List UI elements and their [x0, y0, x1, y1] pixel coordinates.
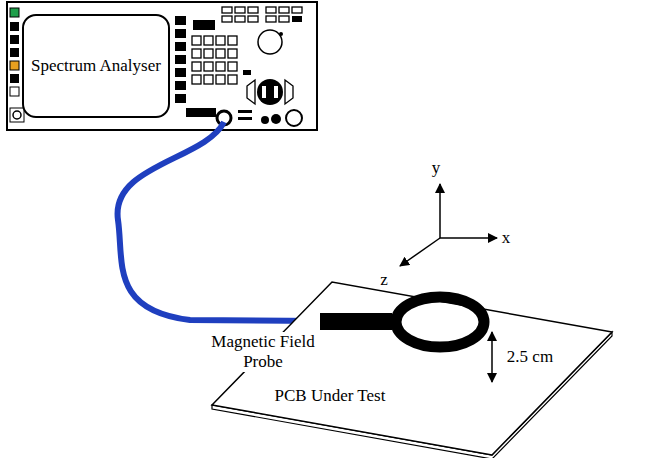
axis-label: x — [502, 228, 511, 248]
axis-label: z — [380, 270, 388, 290]
spectrum-analyser — [7, 2, 317, 130]
analyser-screen: Spectrum Analyser — [22, 14, 170, 118]
probe-cable — [118, 122, 322, 321]
probe-loop — [396, 297, 484, 347]
axis-label: y — [432, 158, 441, 178]
probe-handle — [320, 313, 392, 330]
probe-label: Magnetic Field Probe — [202, 332, 324, 371]
dimension-label: 2.5 cm — [507, 347, 553, 367]
node-text: Spectrum Analyser — [25, 56, 167, 76]
node-text: PCB Under Test — [275, 386, 386, 406]
